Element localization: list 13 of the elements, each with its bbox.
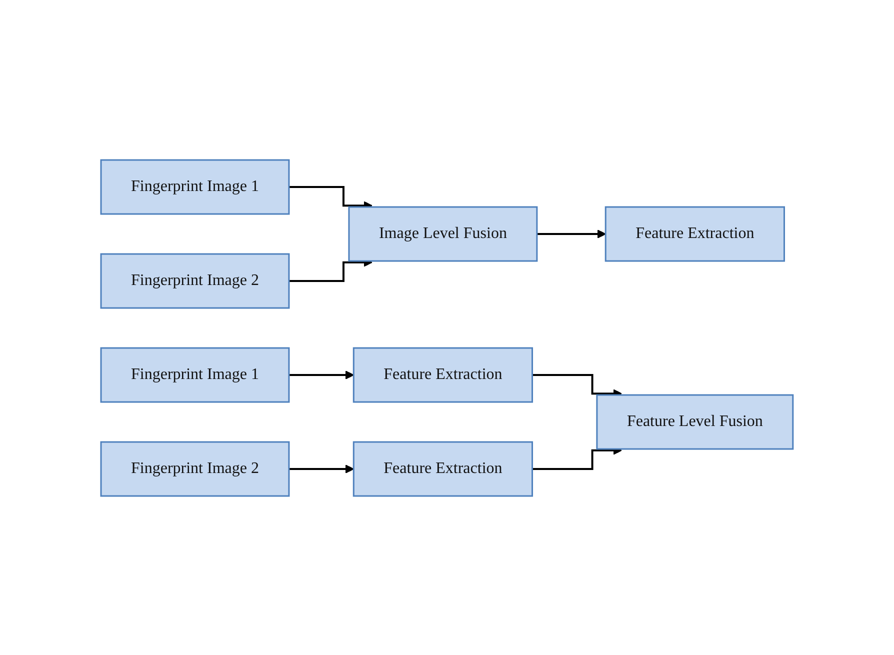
- node-box: Fingerprint Image 2: [100, 252, 290, 308]
- arrow: [289, 370, 354, 379]
- arrow: [289, 186, 372, 210]
- node-box: Feature Extraction: [352, 346, 534, 402]
- arrow: [289, 464, 354, 473]
- node-box: Feature Extraction: [604, 206, 786, 262]
- node-box: Feature Level Fusion: [596, 394, 794, 450]
- arrow: [536, 229, 606, 238]
- node-box: Image Level Fusion: [348, 206, 538, 262]
- node-box: Fingerprint Image 2: [100, 440, 290, 496]
- node-box: Fingerprint Image 1: [100, 346, 290, 402]
- node-box: Feature Extraction: [352, 440, 534, 496]
- node-box: Fingerprint Image 1: [100, 158, 290, 214]
